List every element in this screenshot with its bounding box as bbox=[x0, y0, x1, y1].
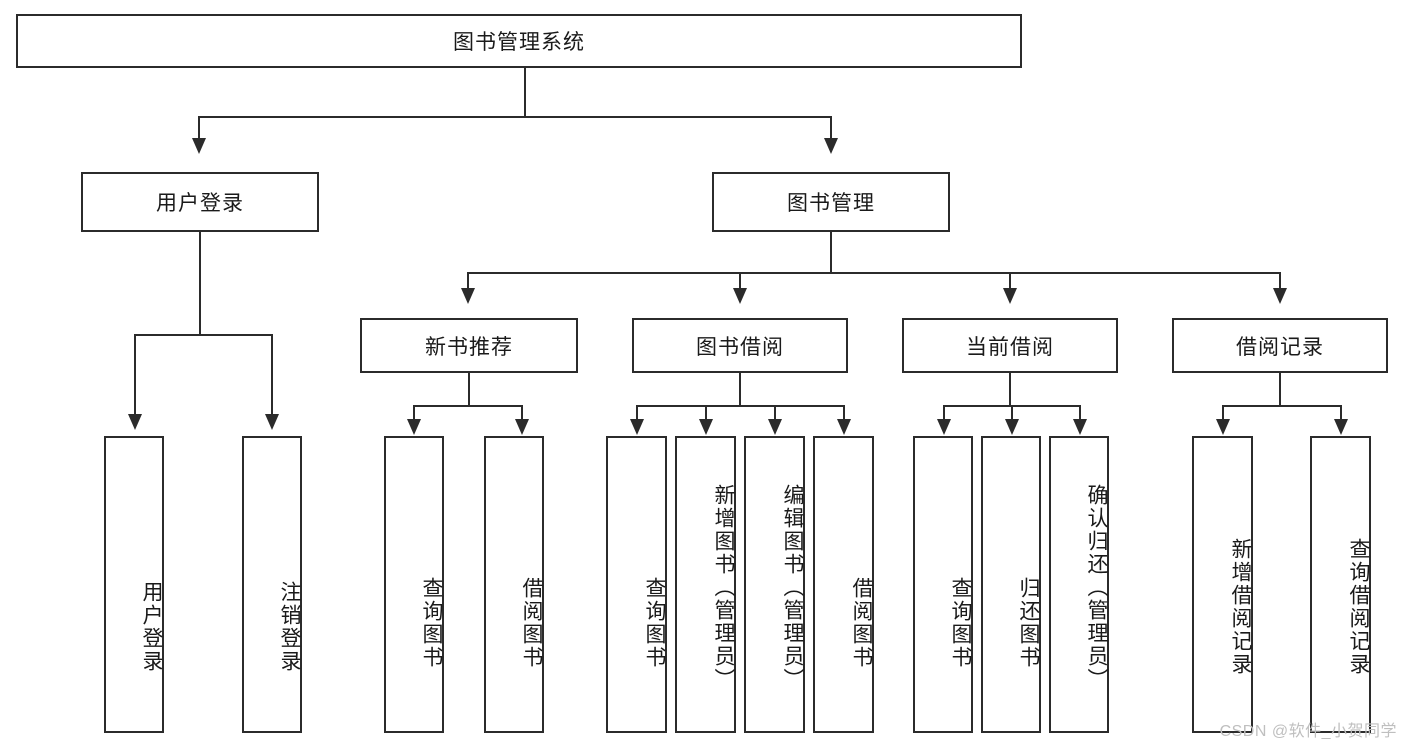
node-book-management-label: 图书管理 bbox=[787, 192, 875, 215]
edge-bb-to-leaf1 bbox=[636, 405, 638, 421]
arrow-bm-to-new-book bbox=[461, 288, 475, 304]
edge-cb-to-leaf2 bbox=[1011, 405, 1013, 421]
node-leaf-borrow-book-1[interactable]: 借阅图书 bbox=[484, 436, 544, 733]
edge-cb-to-leaf3 bbox=[1079, 405, 1081, 421]
edge-new-book-stem bbox=[468, 373, 470, 407]
arrow-bb-to-leaf2 bbox=[699, 419, 713, 435]
edge-new-book-splitbar bbox=[413, 405, 523, 407]
arrow-bb-to-leaf4 bbox=[837, 419, 851, 435]
edge-book-management-stem bbox=[830, 232, 832, 274]
node-leaf-query-book-1[interactable]: 查询图书 bbox=[384, 436, 444, 733]
arrow-root-to-user-login bbox=[192, 138, 206, 154]
node-leaf-query-book-3-label: 查询图书 bbox=[949, 576, 972, 669]
node-user-login-label: 用户登录 bbox=[156, 192, 244, 215]
arrow-user-login-to-leaf1 bbox=[128, 414, 142, 430]
node-current-borrow[interactable]: 当前借阅 bbox=[902, 318, 1118, 373]
edge-nb-to-leaf2 bbox=[521, 405, 523, 421]
edge-user-login-to-leaf1 bbox=[134, 334, 136, 416]
node-leaf-return-book[interactable]: 归还图书 bbox=[981, 436, 1041, 733]
edge-user-login-to-leaf2 bbox=[271, 334, 273, 416]
node-root[interactable]: 图书管理系统 bbox=[16, 14, 1022, 68]
edge-bm-to-new-book bbox=[467, 272, 469, 290]
arrow-cb-to-leaf2 bbox=[1005, 419, 1019, 435]
edge-br-to-leaf1 bbox=[1222, 405, 1224, 421]
node-leaf-confirm-return[interactable]: 确认归还（管理员） bbox=[1049, 436, 1109, 733]
node-leaf-edit-book[interactable]: 编辑图书（管理员） bbox=[744, 436, 805, 733]
node-leaf-query-book-2-label: 查询图书 bbox=[643, 576, 666, 669]
edge-book-borrow-stem bbox=[739, 373, 741, 407]
node-leaf-borrow-book-2[interactable]: 借阅图书 bbox=[813, 436, 874, 733]
node-leaf-query-book-2[interactable]: 查询图书 bbox=[606, 436, 667, 733]
edge-bb-to-leaf2 bbox=[705, 405, 707, 421]
node-leaf-add-book[interactable]: 新增图书（管理员） bbox=[675, 436, 736, 733]
edge-root-to-user-login bbox=[198, 116, 200, 140]
node-new-book-recommend[interactable]: 新书推荐 bbox=[360, 318, 578, 373]
node-current-borrow-label: 当前借阅 bbox=[966, 335, 1054, 359]
node-leaf-user-logout[interactable]: 注销登录 bbox=[242, 436, 302, 733]
node-leaf-user-logout-label: 注销登录 bbox=[278, 580, 301, 673]
node-book-management[interactable]: 图书管理 bbox=[712, 172, 950, 232]
edge-user-login-splitbar bbox=[134, 334, 272, 336]
edge-bb-to-leaf4 bbox=[843, 405, 845, 421]
edge-cb-to-leaf1 bbox=[943, 405, 945, 421]
edge-br-to-leaf2 bbox=[1340, 405, 1342, 421]
arrow-bm-to-book-borrow bbox=[733, 288, 747, 304]
arrow-bm-to-borrow-record bbox=[1273, 288, 1287, 304]
node-leaf-add-borrow-record-label: 新增借阅记录 bbox=[1229, 537, 1252, 676]
edge-nb-to-leaf1 bbox=[413, 405, 415, 421]
edge-bm-to-book-borrow bbox=[739, 272, 741, 290]
edge-book-management-splitbar bbox=[467, 272, 1281, 274]
node-new-book-recommend-label: 新书推荐 bbox=[425, 335, 513, 359]
arrow-bb-to-leaf3 bbox=[768, 419, 782, 435]
edge-user-login-stem bbox=[199, 232, 201, 336]
node-leaf-query-book-1-label: 查询图书 bbox=[420, 576, 443, 669]
edge-root-stem bbox=[524, 68, 526, 116]
node-borrow-record[interactable]: 借阅记录 bbox=[1172, 318, 1388, 373]
node-leaf-add-borrow-record[interactable]: 新增借阅记录 bbox=[1192, 436, 1253, 733]
edge-current-borrow-stem bbox=[1009, 373, 1011, 407]
arrow-cb-to-leaf1 bbox=[937, 419, 951, 435]
csdn-watermark: CSDN @软件_小贺同学 bbox=[1219, 723, 1397, 740]
node-user-login[interactable]: 用户登录 bbox=[81, 172, 319, 232]
arrow-cb-to-leaf3 bbox=[1073, 419, 1087, 435]
arrow-br-to-leaf2 bbox=[1334, 419, 1348, 435]
arrow-bm-to-current-borrow bbox=[1003, 288, 1017, 304]
node-leaf-user-login-label: 用户登录 bbox=[140, 580, 163, 673]
node-leaf-add-book-label: 新增图书（管理员） bbox=[712, 484, 735, 691]
node-leaf-query-borrow-record[interactable]: 查询借阅记录 bbox=[1310, 436, 1371, 733]
arrow-bb-to-leaf1 bbox=[630, 419, 644, 435]
node-leaf-query-book-3[interactable]: 查询图书 bbox=[913, 436, 973, 733]
node-borrow-record-label: 借阅记录 bbox=[1236, 335, 1324, 359]
edge-root-splitbar bbox=[198, 116, 832, 118]
node-root-label: 图书管理系统 bbox=[453, 31, 585, 54]
arrow-nb-to-leaf1 bbox=[407, 419, 421, 435]
arrow-br-to-leaf1 bbox=[1216, 419, 1230, 435]
arrow-user-login-to-leaf2 bbox=[265, 414, 279, 430]
node-leaf-query-borrow-record-label: 查询借阅记录 bbox=[1347, 537, 1370, 676]
edge-root-to-book-management bbox=[830, 116, 832, 140]
edge-borrow-record-splitbar bbox=[1222, 405, 1342, 407]
edge-borrow-record-stem bbox=[1279, 373, 1281, 407]
edge-bb-to-leaf3 bbox=[774, 405, 776, 421]
node-leaf-borrow-book-2-label: 借阅图书 bbox=[850, 576, 873, 669]
arrow-nb-to-leaf2 bbox=[515, 419, 529, 435]
edge-bm-to-current-borrow bbox=[1009, 272, 1011, 290]
node-leaf-return-book-label: 归还图书 bbox=[1017, 576, 1040, 669]
node-leaf-edit-book-label: 编辑图书（管理员） bbox=[781, 484, 804, 691]
node-book-borrow[interactable]: 图书借阅 bbox=[632, 318, 848, 373]
edge-bm-to-borrow-record bbox=[1279, 272, 1281, 290]
node-leaf-confirm-return-label: 确认归还（管理员） bbox=[1085, 484, 1108, 691]
node-leaf-borrow-book-1-label: 借阅图书 bbox=[520, 576, 543, 669]
node-book-borrow-label: 图书借阅 bbox=[696, 335, 784, 359]
node-leaf-user-login[interactable]: 用户登录 bbox=[104, 436, 164, 733]
edge-book-borrow-splitbar bbox=[636, 405, 845, 407]
arrow-root-to-book-management bbox=[824, 138, 838, 154]
